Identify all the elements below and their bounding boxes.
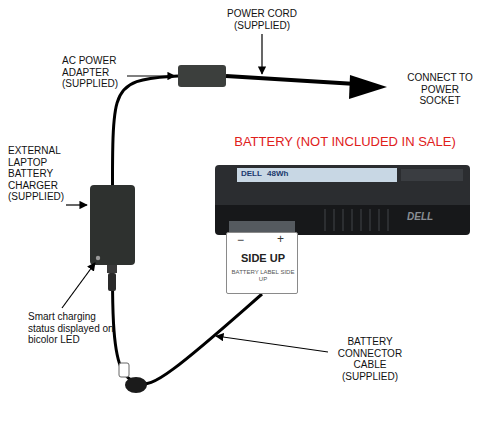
dc-plug-collar [107, 265, 117, 273]
node-text: DELL [241, 169, 271, 178]
leader-line [62, 263, 95, 308]
status-led [96, 256, 100, 260]
power-adapter: AC POWER ADAPTER (SUPPLIED) [178, 65, 226, 87]
callout-label: Smart charging status displayed on bicol… [28, 311, 122, 346]
leader-line [261, 34, 262, 74]
battery-rib [387, 209, 389, 231]
cable-tie [119, 363, 129, 377]
laptop-battery: BATTERY (NOT INCLUDED IN SALE)DELL48WhDE… [215, 165, 470, 235]
cable [113, 76, 179, 185]
power-cord [226, 76, 356, 84]
node-text: SIDE UP [227, 252, 299, 265]
battery-rib [342, 209, 344, 231]
battery-front [215, 205, 470, 235]
leader-line [127, 75, 175, 76]
battery-top [215, 165, 470, 205]
battery-rib [360, 209, 362, 231]
node-label: − [237, 234, 251, 248]
battery-rib [333, 209, 335, 231]
battery-rib [324, 209, 326, 231]
node-text: BATTERY LABEL SIDE UP [227, 269, 299, 283]
battery-charger: EXTERNAL LAPTOP BATTERY CHARGER (SUPPLIE… [90, 185, 135, 265]
node-text: DELL [407, 211, 447, 223]
node-label: AC POWER ADAPTER (SUPPLIED) [62, 55, 128, 90]
ferrite-core [125, 377, 147, 393]
battery-rib [369, 209, 371, 231]
power-cord-arrowhead [349, 75, 387, 99]
node-text: + [277, 233, 291, 247]
battery-connector: − + SIDE UP BATTERY LABEL SIDE UP [226, 232, 298, 294]
callout-label: POWER CORD (SUPPLIED) [218, 8, 306, 31]
callout-label: CONNECT TO POWER SOCKET [404, 72, 476, 107]
leader-line [216, 336, 328, 352]
node-text: 48Wh [267, 169, 297, 178]
battery-rib [351, 209, 353, 231]
dc-plug [108, 273, 116, 291]
battery-ridge [401, 169, 463, 181]
battery-rib [378, 209, 380, 231]
battery-sticker [237, 168, 397, 182]
node-label: BATTERY (NOT INCLUDED IN SALE) [220, 135, 470, 150]
callout-label: BATTERY CONNECTOR CABLE (SUPPLIED) [328, 336, 412, 382]
leader-line [66, 204, 87, 205]
node-label: EXTERNAL LAPTOP BATTERY CHARGER (SUPPLIE… [8, 145, 70, 203]
